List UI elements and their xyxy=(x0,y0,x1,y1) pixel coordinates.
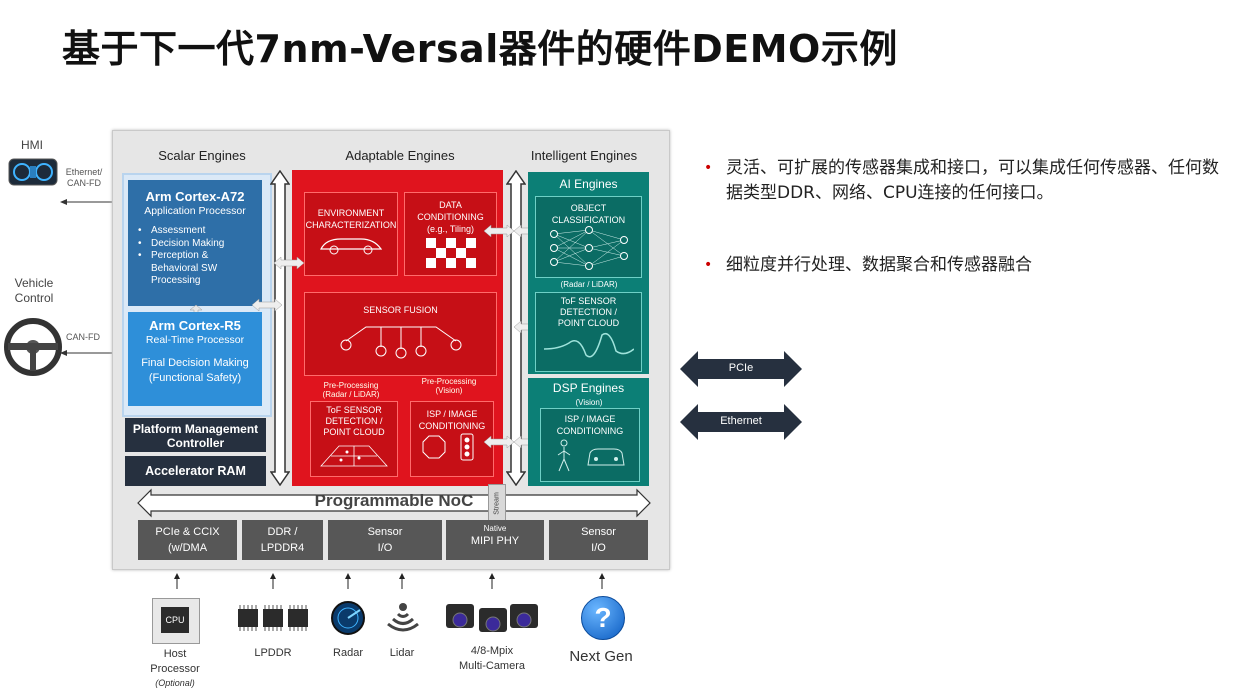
r5-title: Arm Cortex-R5 xyxy=(149,318,241,333)
a72-item: Perception & Behavioral SW Processing xyxy=(151,250,218,286)
up-arrow xyxy=(269,573,277,594)
scalar-adaptable-bus-arrow xyxy=(269,169,291,491)
vehicle-arrow xyxy=(60,344,112,362)
io-sensor-2: Sensor I/O xyxy=(549,520,648,560)
steering-wheel-icon xyxy=(4,318,62,376)
lidar-label: Lidar xyxy=(389,647,415,659)
waveform-icon xyxy=(543,333,634,358)
vehicle-link-label: CAN-FD xyxy=(66,332,100,342)
checkerboard-icon xyxy=(425,238,476,268)
multi-camera-label: 4/8-Mpix Multi-Camera xyxy=(458,645,525,672)
neural-network-icon xyxy=(549,226,628,270)
next-gen-label: Next Gen xyxy=(569,648,633,665)
bullet-dot: • xyxy=(704,160,713,176)
dsp-isp-block: ISP / IMAGE CONDITIONING xyxy=(540,408,640,482)
sensor-fusion-label: SENSOR FUSION xyxy=(363,305,438,315)
bullet-text: 灵活、可扩展的传感器集成和接口，可以集成任何传感器、任何数据类型DDR、网络、C… xyxy=(726,158,1219,203)
hmi-arrow xyxy=(60,193,112,211)
environment-characterization-block: ENVIRONMENT CHARACTERIZATION xyxy=(304,192,398,276)
programmable-noc-label: Programmable NoC xyxy=(314,491,474,510)
r5-subtitle: Real-Time Processor xyxy=(145,334,245,346)
sensor-fusion-block: SENSOR FUSION xyxy=(304,292,497,376)
tof-sensor-detection-block: ToF SENSOR DETECTION / POINT CLOUD xyxy=(310,401,398,477)
adaptable-engines-header: Adaptable Engines xyxy=(345,148,455,163)
host-processor-optional: (Optional) xyxy=(155,678,195,688)
bullet-text: 细粒度并行处理、数据聚合和传感器融合 xyxy=(726,255,1032,275)
up-arrow xyxy=(488,573,496,594)
hmi-display-icon xyxy=(8,157,58,187)
up-arrow xyxy=(344,573,352,594)
io-ddr: DDR / LPDDR4 xyxy=(242,520,323,560)
data-cond-label: DATA CONDITIONING (e.g., Tiling) xyxy=(417,200,484,234)
bus-link-arrow xyxy=(251,298,283,317)
ethernet-link-label: Ethernet xyxy=(720,415,762,427)
bullet-item: • 细粒度并行处理、数据聚合和传感器融合 xyxy=(704,253,1226,278)
ai-tof-label: ToF SENSOR DETECTION / POINT CLOUD xyxy=(557,296,620,328)
cortex-r5-block: Arm Cortex-R5 Real-Time Processor Final … xyxy=(128,312,262,406)
lpddr-chips-icon xyxy=(236,605,310,636)
bus-link-arrow xyxy=(273,256,305,275)
dsp-engines-title: DSP Engines xyxy=(552,381,625,395)
bus-link-arrow xyxy=(483,224,515,243)
lidar-icon xyxy=(380,602,426,641)
ai-radar-lidar-label: (Radar / LiDAR) xyxy=(560,280,618,289)
hmi-link-label: Ethernet/ CAN-FD xyxy=(65,167,103,188)
hmi-label: HMI xyxy=(21,138,43,152)
object-classification-label: OBJECT CLASSIFICATION xyxy=(551,203,626,225)
io-mipi-label: MIPI PHY xyxy=(470,535,520,547)
car-outline-icon xyxy=(320,238,383,255)
host-processor-label: Host Processor xyxy=(150,648,200,675)
pcie-link-arrow xyxy=(680,351,802,392)
pre-processing-vision-label: Pre-Processing (Vision) xyxy=(421,377,477,395)
lpddr-label: LPDDR xyxy=(254,647,292,659)
a72-subtitle: Application Processor xyxy=(144,205,246,217)
pcie-link-label: PCIe xyxy=(728,362,754,374)
radar-icon xyxy=(330,600,366,641)
io-sensor-1: Sensor I/O xyxy=(328,520,442,560)
data-conditioning-block: DATA CONDITIONING (e.g., Tiling) xyxy=(404,192,497,276)
pedestrian-car-icon xyxy=(557,439,625,472)
isp-label: ISP / IMAGE CONDITIONING xyxy=(418,409,486,431)
pre-processing-radar-label: Pre-Processing (Radar / LiDAR) xyxy=(322,381,380,399)
stop-sign-traffic-light-icon xyxy=(422,433,474,461)
multi-camera-icon xyxy=(444,600,542,641)
ethernet-link-arrow xyxy=(680,404,802,445)
r5-description: Final Decision Making (Functional Safety… xyxy=(141,357,249,384)
ai-engines-title: AI Engines xyxy=(559,177,618,191)
bullet-dot: • xyxy=(704,257,713,273)
isp-image-conditioning-block: ISP / IMAGE CONDITIONING xyxy=(410,401,494,477)
cortex-a72-block: Arm Cortex-A72 Application Processor •As… xyxy=(128,180,262,306)
platform-management-controller: Platform Management Controller xyxy=(125,418,266,452)
fusion-nodes-icon xyxy=(340,326,461,359)
a72-item: Decision Making xyxy=(151,237,225,249)
object-classification-block: OBJECT CLASSIFICATION xyxy=(535,196,642,278)
cpu-chip-icon: CPU xyxy=(152,598,200,644)
point-cloud-icon xyxy=(320,445,388,467)
a72-item: Assessment xyxy=(151,225,206,236)
radar-label: Radar xyxy=(333,647,363,659)
bus-link-arrow xyxy=(483,435,515,454)
io-mipi: Native MIPI PHY xyxy=(446,520,544,560)
stream-label: Stream xyxy=(493,492,501,515)
next-gen-question-icon: ? xyxy=(581,596,625,640)
a72-title: Arm Cortex-A72 xyxy=(145,189,245,204)
page-title: 基于下一代7nm-Versal器件的硬件DEMO示例 xyxy=(62,27,898,71)
up-arrow xyxy=(398,573,406,594)
scalar-engines-header: Scalar Engines xyxy=(158,148,246,163)
io-pcie-ccix: PCIe & CCIX (w/DMA xyxy=(138,520,237,560)
up-arrow xyxy=(173,573,181,594)
ai-tof-sensor-block: ToF SENSOR DETECTION / POINT CLOUD xyxy=(535,292,642,372)
dsp-isp-label: ISP / IMAGE CONDITIONING xyxy=(556,414,624,436)
vehicle-control-label: Vehicle Control xyxy=(14,276,54,305)
io-mipi-native: Native xyxy=(483,524,507,533)
programmable-noc-arrow xyxy=(137,488,651,523)
dsp-vision-label: (Vision) xyxy=(575,398,603,407)
env-label: ENVIRONMENT CHARACTERIZATION xyxy=(305,208,397,230)
bullet-item: • 灵活、可扩展的传感器集成和接口，可以集成任何传感器、任何数据类型DDR、网络… xyxy=(704,156,1226,206)
accelerator-ram: Accelerator RAM xyxy=(125,456,266,486)
cpu-chip-label: CPU xyxy=(161,607,189,633)
intelligent-engines-header: Intelligent Engines xyxy=(530,148,638,163)
tof-label: ToF SENSOR DETECTION / POINT CLOUD xyxy=(323,405,385,437)
up-arrow xyxy=(598,573,606,594)
